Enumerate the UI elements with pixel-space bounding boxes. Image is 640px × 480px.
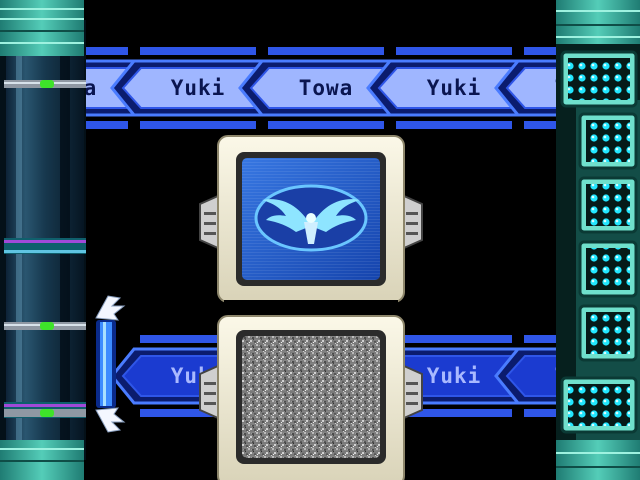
status-light-icon [40,409,54,417]
led-panel [578,304,638,362]
left-tube-pillar [0,0,86,480]
led-panel [560,50,638,108]
name-tile[interactable]: Yuki [110,47,286,129]
winged-selection-cursor[interactable] [95,295,126,433]
led-panel [578,112,638,170]
name-tile[interactable]: Yuki [366,47,542,129]
character-monitor-1[interactable] [199,135,423,314]
winged-emblem-icon [254,184,368,252]
character-name-label: Yuki [171,76,226,100]
character-name-label: Towa [299,76,354,100]
name-tile[interactable]: Towa [238,47,414,129]
status-light-icon [40,80,54,88]
character-name-label: Yuki [427,76,482,100]
character-name-label: Yuki [427,364,482,388]
status-light-icon [40,322,54,330]
led-panel [560,376,638,434]
character-monitor-2[interactable] [199,315,423,480]
led-panel [578,240,638,298]
led-panel [578,176,638,234]
upper-name-band: TowaYukiTowaYukiTowa [0,47,640,129]
